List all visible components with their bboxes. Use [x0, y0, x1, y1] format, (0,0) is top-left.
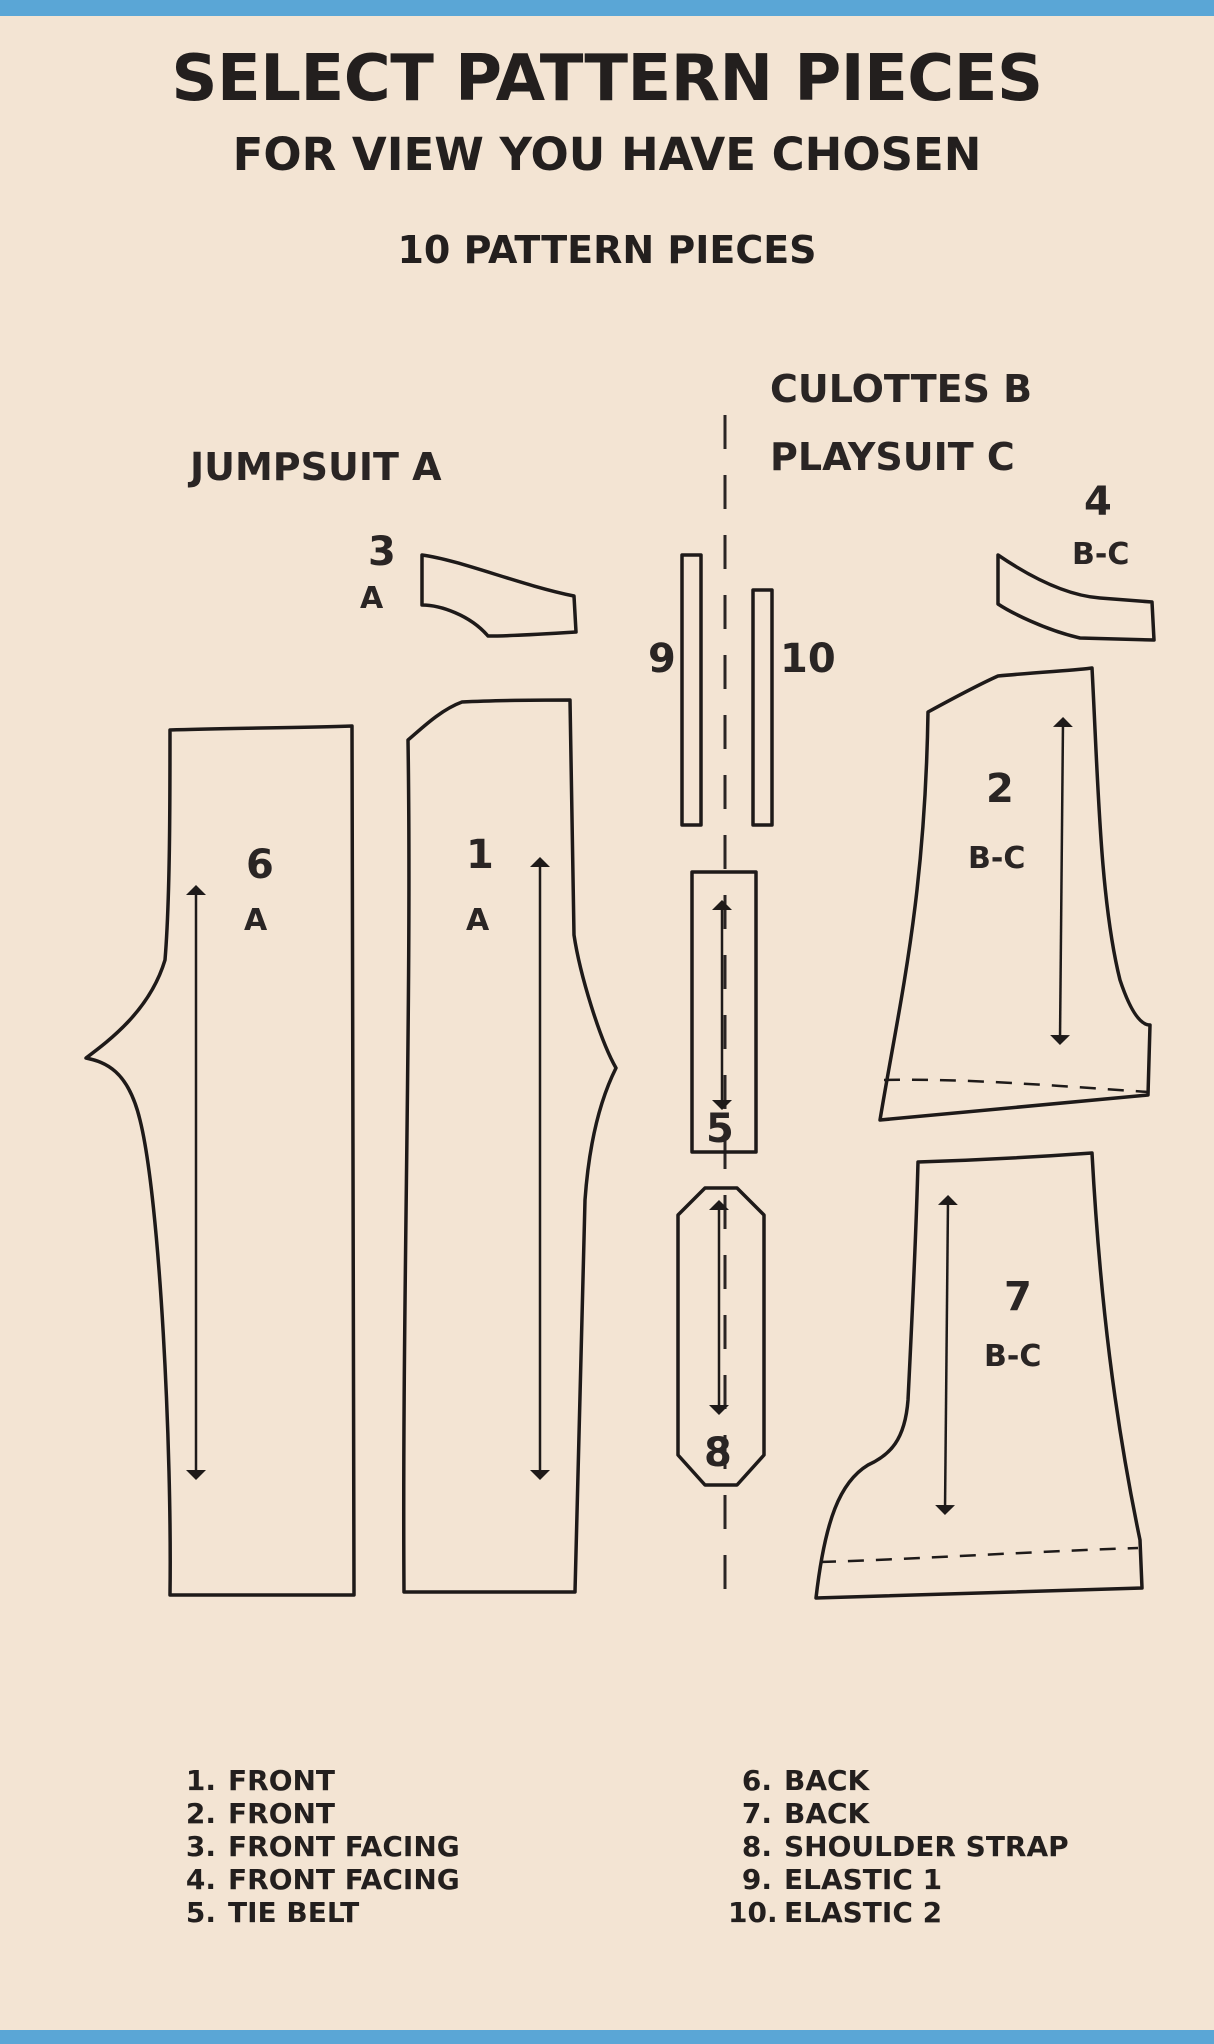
piece-5-number: 5: [706, 1106, 734, 1152]
legend-item: 9. ELASTIC 1: [728, 1863, 1069, 1896]
legend-item-name: BACK: [784, 1797, 870, 1830]
page-title: SELECT PATTERN PIECES: [171, 42, 1043, 116]
piece-3-front-facing: [420, 553, 578, 638]
legend-item-name: SHOULDER STRAP: [784, 1830, 1069, 1863]
view-label-jumpsuit: JUMPSUIT A: [190, 445, 442, 489]
legend-item: 6. BACK: [728, 1764, 1069, 1797]
legend-list-right: 6. BACK 7. BACK 8. SHOULDER STRAP 9. ELASTIC…: [728, 1764, 1069, 1929]
piece-2-view-code: B-C: [968, 841, 1025, 876]
piece-7-hem-line: [819, 1546, 1139, 1564]
piece-3-view-code: A: [360, 581, 384, 616]
piece-2-hem-line: [883, 1078, 1149, 1094]
piece-7-number: 7: [1004, 1274, 1032, 1320]
piece-9-elastic-1: [680, 553, 703, 827]
legend-item-name: FRONT FACING: [228, 1863, 460, 1896]
piece-2-number: 2: [986, 766, 1014, 812]
piece-9-number: 9: [648, 636, 676, 682]
legend-list-left: 1. FRONT 2. FRONT 3. FRONT FACING 4. FRONT F…: [172, 1764, 460, 1929]
view-label-culottes: CULOTTES B: [770, 367, 1033, 411]
piece-8-shoulder-strap: [676, 1186, 766, 1487]
legend-item-number: 5.: [185, 1896, 216, 1929]
legend-item-number: 10.: [728, 1896, 778, 1929]
piece-2-grainline: [1050, 717, 1073, 1045]
legend-item: 4. FRONT FACING: [172, 1863, 460, 1896]
piece-10-elastic-2: [751, 588, 774, 827]
legend-item-name: TIE BELT: [228, 1896, 360, 1929]
bottom-border-stripe: [0, 2030, 1214, 2044]
piece-count: 10 PATTERN PIECES: [397, 228, 817, 272]
piece-7-grainline: [935, 1195, 958, 1515]
legend-item-name: BACK: [784, 1764, 870, 1797]
piece-10-number: 10: [780, 636, 836, 682]
legend-item-name: FRONT FACING: [228, 1830, 460, 1863]
piece-4-view-code: B-C: [1072, 537, 1129, 572]
piece-1-view-code: A: [466, 903, 490, 938]
legend-item-number: 6.: [741, 1764, 772, 1797]
legend-item: 10.ELASTIC 2: [728, 1896, 1069, 1929]
piece-2-front: [878, 666, 1152, 1122]
legend-item-number: 8.: [741, 1830, 772, 1863]
legend-item: 8. SHOULDER STRAP: [728, 1830, 1069, 1863]
legend-item: 2. FRONT: [172, 1797, 460, 1830]
piece-7-back: [814, 1151, 1144, 1600]
legend-item-name: ELASTIC 1: [784, 1863, 943, 1896]
top-border-stripe: [0, 0, 1214, 16]
piece-6-number: 6: [246, 842, 274, 888]
legend-item-number: 2.: [185, 1797, 216, 1830]
legend-item-number: 4.: [185, 1863, 216, 1896]
piece-1-front: [401, 698, 618, 1594]
legend-item: 1. FRONT: [172, 1764, 460, 1797]
piece-8-number: 8: [704, 1430, 732, 1476]
legend-item-name: FRONT: [228, 1797, 336, 1830]
piece-4-number: 4: [1084, 479, 1112, 525]
view-label-playsuit: PLAYSUIT C: [770, 435, 1015, 479]
view-label-culottes-playsuit: CULOTTES B PLAYSUIT C: [770, 366, 1190, 502]
legend-item-name: FRONT: [228, 1764, 336, 1797]
legend-item-number: 3.: [185, 1830, 216, 1863]
legend-item: 7. BACK: [728, 1797, 1069, 1830]
piece-4-front-facing: [996, 553, 1156, 642]
piece-7-view-code: B-C: [984, 1339, 1041, 1374]
piece-6-back: [84, 724, 356, 1597]
legend-item: 3. FRONT FACING: [172, 1830, 460, 1863]
piece-1-number: 1: [466, 832, 494, 878]
legend-item: 5. TIE BELT: [172, 1896, 460, 1929]
piece-6-view-code: A: [244, 903, 268, 938]
legend-item-number: 7.: [741, 1797, 772, 1830]
piece-3-number: 3: [368, 529, 396, 575]
legend-item-name: ELASTIC 2: [784, 1896, 943, 1929]
page-subtitle: FOR VIEW YOU HAVE CHOSEN: [232, 128, 982, 181]
legend-item-number: 1.: [185, 1764, 216, 1797]
piece-5-tie-belt: [690, 870, 758, 1154]
legend-item-number: 9.: [741, 1863, 772, 1896]
